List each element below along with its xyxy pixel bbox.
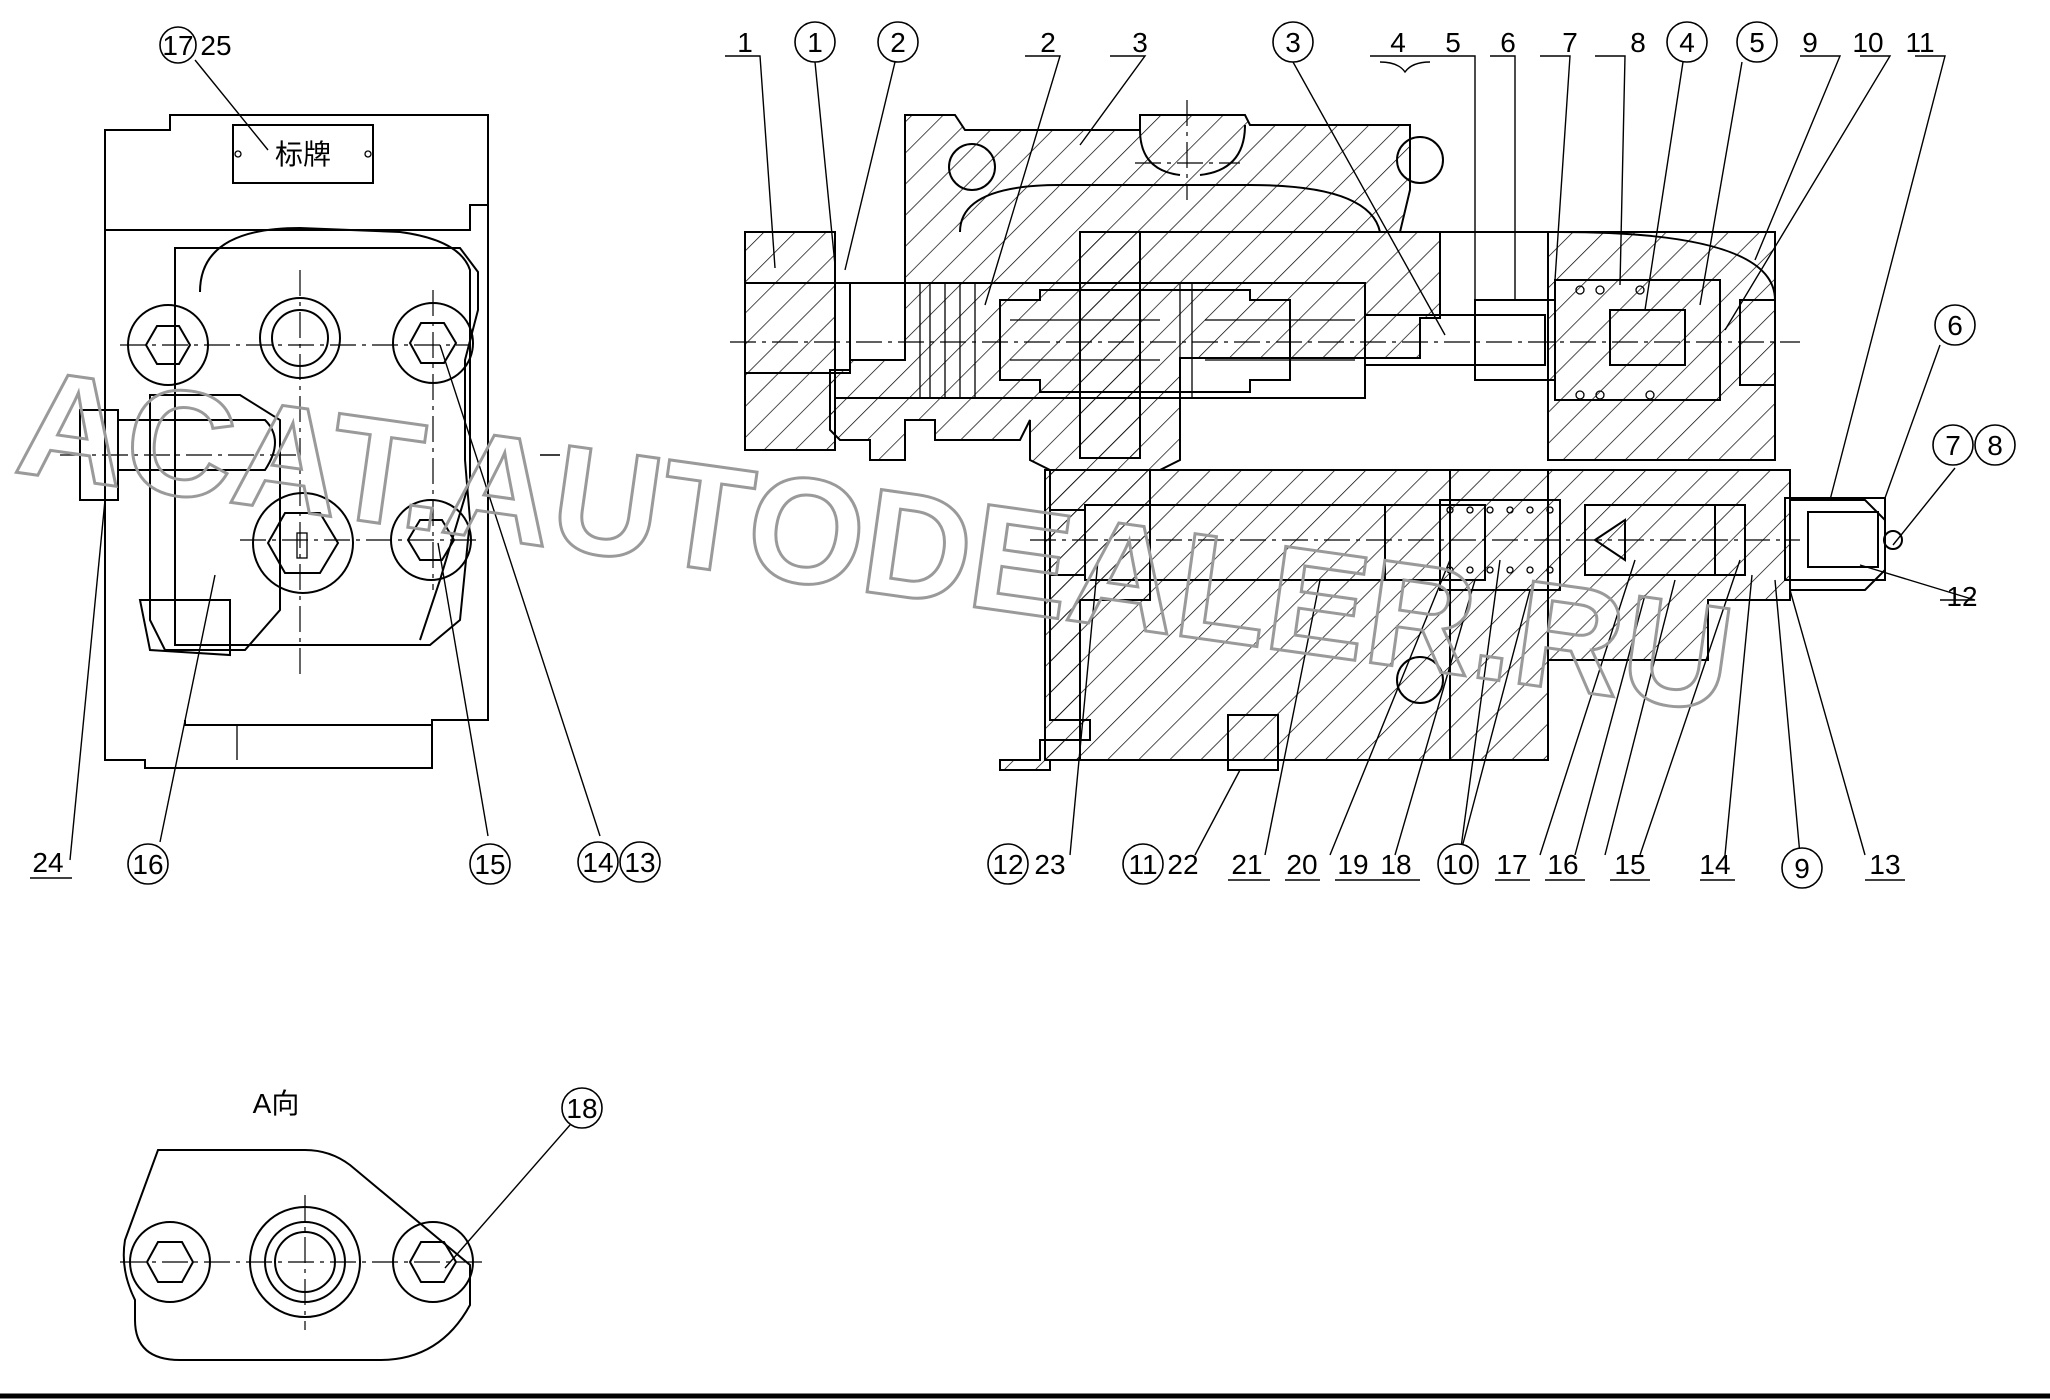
part-label-circled: 5 — [1749, 27, 1765, 58]
part-label: 4 — [1390, 27, 1406, 58]
part-label: 18 — [1380, 849, 1411, 880]
part-label: 24 — [32, 847, 63, 878]
part-label-circled: 15 — [474, 849, 505, 880]
part-label-circled: 1 — [807, 27, 823, 58]
part-label: 11 — [1905, 27, 1934, 58]
part-label: 10 — [1852, 27, 1883, 58]
part-label-circled: 2 — [890, 27, 906, 58]
part-label-circled: 13 — [624, 847, 655, 878]
part-label-circled: 9 — [1794, 853, 1810, 884]
view-a-title: A向 — [253, 1088, 300, 1119]
part-label: 19 — [1337, 849, 1368, 880]
part-label-circled: 8 — [1987, 430, 2003, 461]
part-label-circled: 17 — [162, 30, 193, 61]
part-label: 20 — [1286, 849, 1317, 880]
part-label-circled: 16 — [132, 849, 163, 880]
view-a-drawing — [120, 1149, 485, 1361]
nameplate-label: 标牌 — [275, 139, 331, 170]
part-label: 17 — [1496, 849, 1527, 880]
part-label: 21 — [1231, 849, 1262, 880]
part-label-circled: 6 — [1947, 310, 1963, 341]
part-label-circled: 14 — [582, 847, 613, 878]
leader-lines — [69, 55, 1976, 1269]
part-label: 5 — [1445, 27, 1461, 58]
left-end-view: 标牌 — [60, 114, 489, 769]
part-label: 3 — [1132, 27, 1148, 58]
part-label: 23 — [1034, 849, 1065, 880]
part-label-circled: 4 — [1679, 27, 1695, 58]
bolt-head-icon — [252, 492, 354, 594]
part-label: 2 — [1040, 27, 1056, 58]
part-label: 13 — [1869, 849, 1900, 880]
part-label-circled: 7 — [1945, 430, 1961, 461]
part-label: 8 — [1630, 27, 1646, 58]
part-label-circled: 10 — [1442, 849, 1473, 880]
part-label-circled: 11 — [1128, 849, 1157, 880]
part-label: 6 — [1500, 27, 1516, 58]
part-label: 7 — [1562, 27, 1578, 58]
part-label: 14 — [1699, 849, 1730, 880]
part-label-circled: 18 — [566, 1093, 597, 1124]
part-label: 1 — [737, 27, 753, 58]
part-label-circled: 3 — [1285, 27, 1301, 58]
spool-rings — [919, 283, 1193, 398]
part-label: 15 — [1614, 849, 1645, 880]
part-label: 9 — [1802, 27, 1818, 58]
part-label-circled: 12 — [992, 849, 1023, 880]
valve-section-view — [730, 100, 1903, 771]
spring-coils — [1446, 285, 1655, 574]
part-label: 16 — [1547, 849, 1578, 880]
part-labels: 17 25 24 16 15 14 13 1 2 3 4 5 6 7 8 9 1… — [30, 21, 2016, 1129]
part-label: 22 — [1167, 849, 1198, 880]
part-label: 12 — [1946, 581, 1977, 612]
part-label: 25 — [200, 30, 231, 61]
